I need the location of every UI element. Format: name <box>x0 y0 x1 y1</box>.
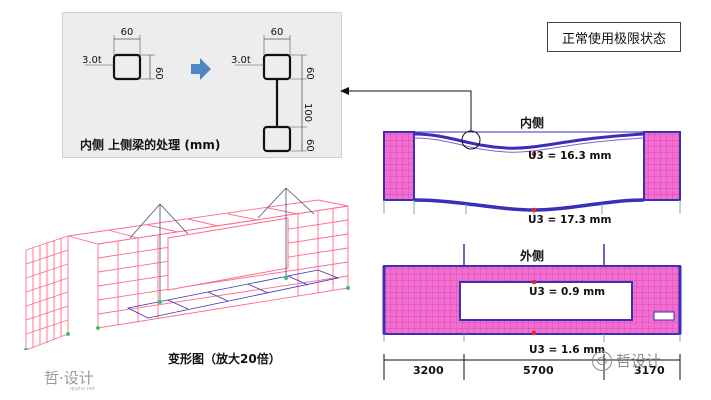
double-tube-section <box>235 35 307 153</box>
thickness-right-label: 3.0t <box>231 55 251 66</box>
outer-side-label: 外侧 <box>520 249 545 263</box>
outer-u3-bottom-label: U3 = 1.6 mm <box>529 344 606 356</box>
span-dimension-2: 5700 <box>523 364 554 377</box>
dim-bot-right-label: 60 <box>304 139 315 152</box>
inner-u3-bottom-label: U3 = 17.3 mm <box>528 214 612 226</box>
outer-elevation-diagram <box>382 244 682 342</box>
section-detail-panel: 60 60 3.0t 60 60 100 60 3.0t <box>62 12 342 158</box>
deformed-mesh-3d-view <box>24 187 350 350</box>
dim-top-right-label: 60 <box>304 67 315 80</box>
watermark-left: 哲·设计 <box>44 369 94 387</box>
dim-height-left-label: 60 <box>153 67 164 80</box>
span-dimension-1: 3200 <box>413 364 444 377</box>
watermark-right-text: 哲设计 <box>616 352 662 370</box>
inner-u3-top-label: U3 = 16.3 mm <box>528 150 612 162</box>
transform-arrow-icon <box>191 58 211 80</box>
thickness-left-label: 3.0t <box>82 55 102 66</box>
dim-mid-right-label: 100 <box>302 103 313 122</box>
single-tube-section <box>85 35 155 81</box>
watermark-right: 哲设计 <box>592 350 661 371</box>
watermark-left-url: quzhe.net <box>70 386 96 392</box>
section-detail-drawing: 60 60 3.0t 60 60 100 60 3.0t <box>82 27 315 153</box>
inner-elevation-diagram <box>383 130 681 218</box>
limit-state-title: 正常使用极限状态 <box>547 22 681 52</box>
dim-width-right-label: 60 <box>271 27 284 38</box>
inner-side-label: 内侧 <box>520 116 545 130</box>
span-dimension-3: 3170 <box>634 364 665 377</box>
wechat-icon <box>592 350 612 371</box>
dim-width-left-label: 60 <box>121 27 134 38</box>
span-dimension-line <box>383 354 681 380</box>
outer-u3-top-label: U3 = 0.9 mm <box>529 286 606 298</box>
mesh-blue <box>126 269 340 319</box>
detail-caption: 内侧 上侧梁的处理 (mm) <box>80 138 221 152</box>
deformation-caption: 变形图（放大20倍） <box>168 352 281 366</box>
